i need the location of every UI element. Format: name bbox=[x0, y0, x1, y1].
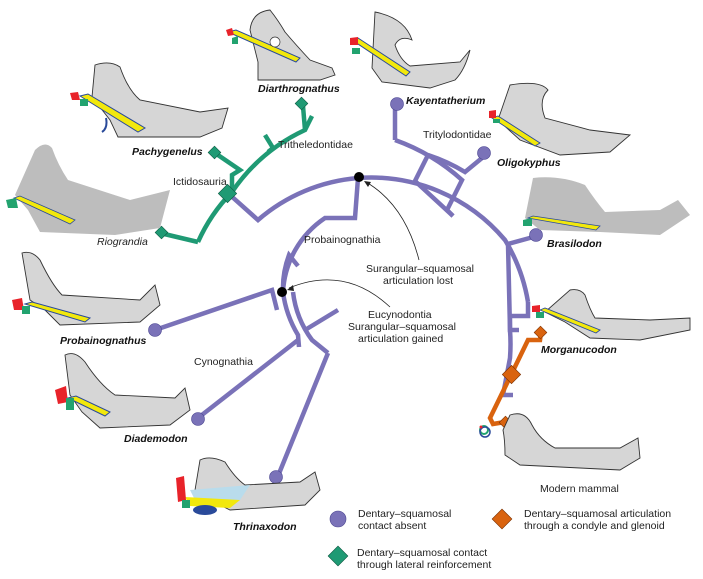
clade-ictidosauria: Ictidosauria bbox=[173, 176, 227, 188]
node-eucynodontia[interactable] bbox=[277, 287, 287, 297]
tip-kayentatherium[interactable] bbox=[390, 97, 404, 111]
node-ictidosauria[interactable] bbox=[217, 183, 238, 204]
branch-mammaliaformes bbox=[500, 302, 531, 398]
jaw-oligokyphus bbox=[489, 82, 632, 156]
jaw-diarthrognathus bbox=[226, 9, 336, 81]
tip-pachygenelus[interactable] bbox=[207, 145, 222, 160]
clade-tritylodontidae: Tritylodontidae bbox=[423, 129, 492, 141]
arrow-lost bbox=[365, 181, 420, 261]
tip-probainognathus[interactable] bbox=[148, 323, 162, 337]
clade-labels: Tritheledontidae Ictidosauria Tritylodon… bbox=[173, 129, 492, 368]
jaw-pachygenelus bbox=[70, 62, 229, 138]
tip-diademodon[interactable] bbox=[191, 412, 205, 426]
jaw-thrinaxodon bbox=[176, 457, 321, 515]
arrow-gained-head bbox=[287, 285, 294, 291]
arrow-lost-head bbox=[364, 181, 371, 187]
legend-lateral-line1: Dentary–squamosal contact bbox=[357, 547, 487, 559]
label-thrinaxodon[interactable]: Thrinaxodon bbox=[233, 521, 297, 533]
legend-item-condyle: Dentary–squamosal articulation through a… bbox=[491, 508, 671, 532]
label-diarthrognathus[interactable]: Diarthrognathus bbox=[258, 83, 340, 95]
branch-modern-mammal bbox=[487, 374, 514, 427]
clade-cynognathia: Cynognathia bbox=[194, 356, 253, 368]
node-surangular-lost[interactable] bbox=[354, 172, 364, 182]
clade-tritheledontidae: Tritheledontidae bbox=[278, 139, 353, 151]
branch-ictidosauria-arc bbox=[195, 114, 315, 243]
branch-tritylodontidae-stem bbox=[394, 137, 465, 218]
tip-morganucodon[interactable] bbox=[533, 325, 548, 340]
tip-diarthrognathus[interactable] bbox=[294, 96, 309, 111]
legend-condyle-line1: Dentary–squamosal articulation bbox=[524, 508, 671, 520]
legend-lateral-line2: through lateral reinforcement bbox=[357, 559, 491, 571]
jaw-kayentatherium bbox=[350, 11, 471, 89]
arrow-gained bbox=[288, 279, 391, 308]
legend-absent-line1: Dentary–squamosal bbox=[358, 508, 451, 520]
tip-thrinaxodon[interactable] bbox=[269, 470, 283, 484]
tip-oligokyphus[interactable] bbox=[477, 146, 491, 160]
jaw-modern-mammal bbox=[479, 413, 641, 471]
label-riograndia[interactable]: Riograndia bbox=[97, 236, 148, 248]
event-annotations: Surangular–squamosal articulation lost E… bbox=[348, 263, 474, 345]
annotation-arrows bbox=[287, 181, 420, 308]
branch-oligokyphus bbox=[427, 152, 484, 175]
tip-brasilodon[interactable] bbox=[529, 228, 543, 242]
jaw-probainognathus bbox=[12, 251, 161, 326]
jaw-riograndia bbox=[6, 144, 170, 235]
jaw-brasilodon bbox=[523, 177, 690, 235]
annotation-gained-line1: Eucynodontia bbox=[368, 309, 432, 321]
legend-circle-icon bbox=[329, 510, 347, 528]
annotation-gained-line3: articulation gained bbox=[358, 333, 443, 345]
legend-absent-line2: contact absent bbox=[358, 520, 426, 532]
branch-diademodon bbox=[196, 338, 300, 420]
jaw-illustrations bbox=[6, 9, 691, 515]
branch-thrinaxodon bbox=[275, 352, 331, 477]
node-markers bbox=[148, 96, 548, 484]
jaw-diademodon bbox=[55, 353, 191, 429]
legend-item-absent: Dentary–squamosal contact absent bbox=[329, 508, 451, 532]
label-oligokyphus[interactable]: Oligokyphus bbox=[497, 157, 561, 169]
annotation-lost-line1: Surangular–squamosal bbox=[366, 263, 474, 275]
taxon-labels: Diarthrognathus Pachygenelus Riograndia … bbox=[60, 83, 619, 533]
annotation-lost-line2: articulation lost bbox=[383, 275, 453, 287]
branch-tritheledontidae bbox=[263, 133, 276, 154]
jaw-morganucodon bbox=[532, 289, 691, 341]
node-mammalia[interactable] bbox=[501, 364, 522, 385]
legend: Dentary–squamosal contact absent Dentary… bbox=[327, 508, 671, 571]
label-modern-mammal[interactable]: Modern mammal bbox=[540, 483, 619, 495]
legend-diamond-green-icon bbox=[327, 545, 349, 567]
legend-diamond-orange-icon bbox=[491, 508, 513, 530]
legend-condyle-line2: through a condyle and glenoid bbox=[524, 520, 665, 532]
label-pachygenelus[interactable]: Pachygenelus bbox=[132, 146, 203, 158]
branch-mammalia bbox=[508, 331, 544, 376]
label-brasilodon[interactable]: Brasilodon bbox=[547, 238, 602, 250]
branch-riograndia bbox=[159, 230, 199, 245]
label-kayentatherium[interactable]: Kayentatherium bbox=[406, 95, 485, 107]
branch-diarthrognathus bbox=[300, 105, 308, 131]
branch-eucynodontia-c bbox=[290, 291, 330, 355]
tip-riograndia[interactable] bbox=[154, 225, 169, 240]
label-diademodon[interactable]: Diademodon bbox=[124, 433, 188, 445]
legend-item-lateral: Dentary–squamosal contact through latera… bbox=[327, 545, 491, 571]
branch-tritylodont-connector bbox=[412, 153, 455, 218]
label-probainognathus[interactable]: Probainognathus bbox=[60, 335, 146, 347]
branch-cynognathia-short bbox=[303, 308, 340, 332]
clade-probainognathia: Probainognathia bbox=[304, 234, 381, 246]
label-morganucodon[interactable]: Morganucodon bbox=[541, 344, 617, 356]
branch-brasilodon bbox=[505, 233, 538, 333]
branch-probainognathus bbox=[154, 287, 280, 333]
branch-pachygenelus bbox=[213, 151, 245, 192]
annotation-gained-line2: Surangular–squamosal bbox=[348, 321, 456, 333]
tree-branches bbox=[154, 105, 544, 477]
